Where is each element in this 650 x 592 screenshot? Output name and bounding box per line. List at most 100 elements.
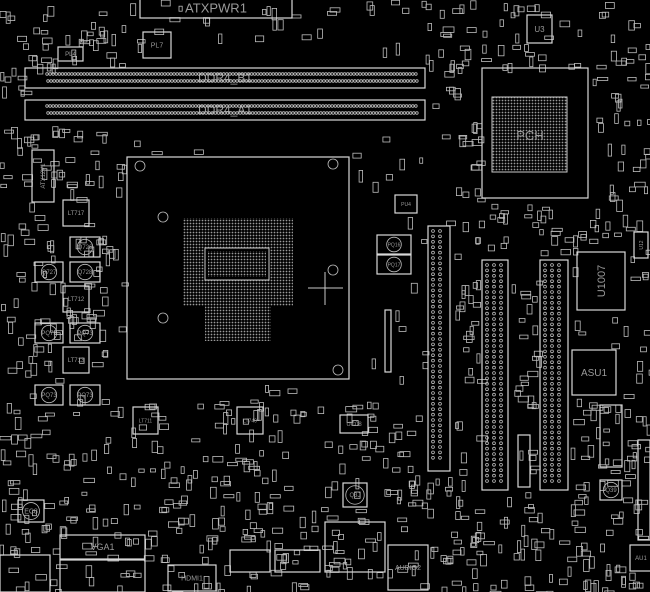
chip-u12[interactable]: U12 bbox=[633, 231, 649, 259]
smd-pad bbox=[399, 158, 405, 171]
pin bbox=[97, 72, 102, 76]
usb-stack[interactable] bbox=[59, 559, 146, 592]
smd-pad bbox=[349, 444, 358, 450]
dimm-slot-a1[interactable]: DDR4_A1 bbox=[24, 99, 426, 121]
smd-pad bbox=[292, 560, 299, 565]
inductor-lt740[interactable]: LT740 bbox=[236, 406, 264, 435]
pin bbox=[431, 250, 435, 255]
chip-q3j[interactable]: Q3J bbox=[342, 482, 368, 508]
inductor-pl4[interactable]: PL4 bbox=[57, 46, 84, 62]
refdes-label: LT711 bbox=[139, 418, 153, 424]
pin bbox=[557, 338, 561, 343]
transistor-q39[interactable]: Q39 bbox=[599, 479, 623, 501]
inductor-lt712[interactable]: LT712 bbox=[62, 285, 90, 313]
refdes-label: PQ73 bbox=[77, 393, 93, 399]
pin bbox=[492, 333, 496, 338]
pin bbox=[231, 104, 235, 108]
smd-pad bbox=[529, 56, 534, 68]
smd-pad bbox=[29, 393, 37, 399]
pin bbox=[431, 369, 435, 374]
inductor-lt711[interactable]: LT711 bbox=[132, 406, 159, 435]
pin bbox=[120, 79, 125, 83]
pin bbox=[102, 79, 106, 83]
smd-pad bbox=[421, 0, 427, 8]
smd-pad bbox=[520, 290, 532, 296]
pin bbox=[398, 104, 403, 108]
chip-pu4[interactable]: PU4 bbox=[394, 194, 418, 214]
mosfet-pq17[interactable]: PQ17 bbox=[376, 254, 412, 275]
smd-pad bbox=[477, 197, 486, 203]
pin bbox=[499, 311, 503, 316]
expansion-header-1[interactable] bbox=[427, 225, 451, 472]
smd-pad bbox=[79, 357, 85, 364]
smd-pad bbox=[613, 518, 624, 525]
transistor-q727-outline bbox=[34, 261, 64, 283]
usb-stack[interactable] bbox=[0, 554, 51, 592]
chip-u3[interactable]: U3 bbox=[526, 14, 553, 44]
chip-au1[interactable]: AU1 bbox=[629, 544, 650, 572]
vga-connector[interactable]: VGA1 bbox=[59, 534, 146, 560]
usb-port[interactable] bbox=[229, 549, 271, 573]
smd-pad bbox=[606, 529, 614, 536]
transistor-q728[interactable]: Q728 bbox=[69, 261, 101, 283]
pin bbox=[92, 111, 97, 115]
inductor-lt717[interactable]: LT717 bbox=[62, 199, 90, 227]
pin bbox=[191, 111, 196, 115]
expansion-header-2[interactable] bbox=[481, 259, 509, 491]
smd-pad bbox=[102, 235, 108, 245]
pin bbox=[284, 104, 288, 108]
smd-pad bbox=[517, 6, 525, 13]
audio-connector[interactable]: AUDIO2 bbox=[387, 544, 429, 591]
pin bbox=[412, 111, 416, 115]
chip-uc08[interactable]: UC08 bbox=[339, 414, 369, 434]
smd-pad bbox=[514, 390, 521, 397]
smd-pad bbox=[17, 434, 28, 441]
smd-pad bbox=[30, 134, 39, 141]
chip-asu1[interactable]: ASU1 bbox=[571, 349, 617, 396]
mosfet-pq73[interactable]: PQ73 bbox=[69, 384, 101, 406]
smd-pad bbox=[338, 445, 344, 454]
inductor-pl4-outline bbox=[57, 46, 84, 62]
cpu-socket[interactable] bbox=[126, 156, 350, 380]
dimm-slot-b1[interactable]: DDR4_B1 bbox=[24, 67, 426, 89]
hdmi-connector[interactable]: HDMI1 bbox=[167, 564, 217, 592]
mosfet-pq73[interactable]: PQ73 bbox=[69, 322, 101, 344]
smd-pad bbox=[627, 440, 638, 447]
mosfet-pq73[interactable]: PQ73 bbox=[34, 322, 64, 344]
mosfet-pq73[interactable]: PQ73 bbox=[34, 384, 64, 406]
inductor-lt713[interactable]: LT713 bbox=[62, 346, 90, 374]
pch-chip[interactable]: PCH bbox=[481, 67, 589, 199]
smd-pad bbox=[280, 561, 287, 570]
smd-pad bbox=[220, 505, 225, 517]
pin bbox=[219, 79, 224, 83]
usb-port[interactable] bbox=[274, 549, 321, 573]
atx-power-connector[interactable]: ATXPWR1 bbox=[139, 0, 293, 19]
smd-pad bbox=[621, 576, 626, 586]
transistor-q726[interactable]: Q726 bbox=[69, 236, 101, 258]
pin bbox=[365, 111, 369, 115]
pin bbox=[384, 111, 388, 115]
expansion-header-3[interactable] bbox=[539, 259, 569, 491]
pin bbox=[550, 311, 554, 316]
mosfet-pq73-outline bbox=[69, 322, 101, 344]
smd-pad bbox=[226, 409, 232, 416]
inductor-pl7[interactable]: PL7 bbox=[142, 31, 172, 59]
capacitor-ec8[interactable]: EC8 bbox=[17, 499, 45, 523]
pin bbox=[499, 284, 503, 289]
smd-pad bbox=[645, 74, 650, 81]
mosfet-pq16[interactable]: PQ16 bbox=[376, 234, 412, 255]
smd-pad bbox=[446, 490, 452, 497]
atx12v-connector[interactable]: ATX12V1 bbox=[31, 149, 55, 203]
chip-u1007[interactable]: U1007 bbox=[576, 251, 626, 311]
transistor-q727[interactable]: Q727 bbox=[34, 261, 64, 283]
lan-port[interactable] bbox=[324, 521, 386, 573]
pin bbox=[550, 414, 554, 419]
pin bbox=[550, 306, 554, 311]
smd-pad bbox=[631, 444, 642, 450]
pin bbox=[232, 79, 236, 83]
smd-pad bbox=[636, 499, 649, 505]
smd-pad bbox=[460, 515, 470, 520]
pin bbox=[166, 72, 170, 76]
smd-pad bbox=[542, 206, 550, 211]
